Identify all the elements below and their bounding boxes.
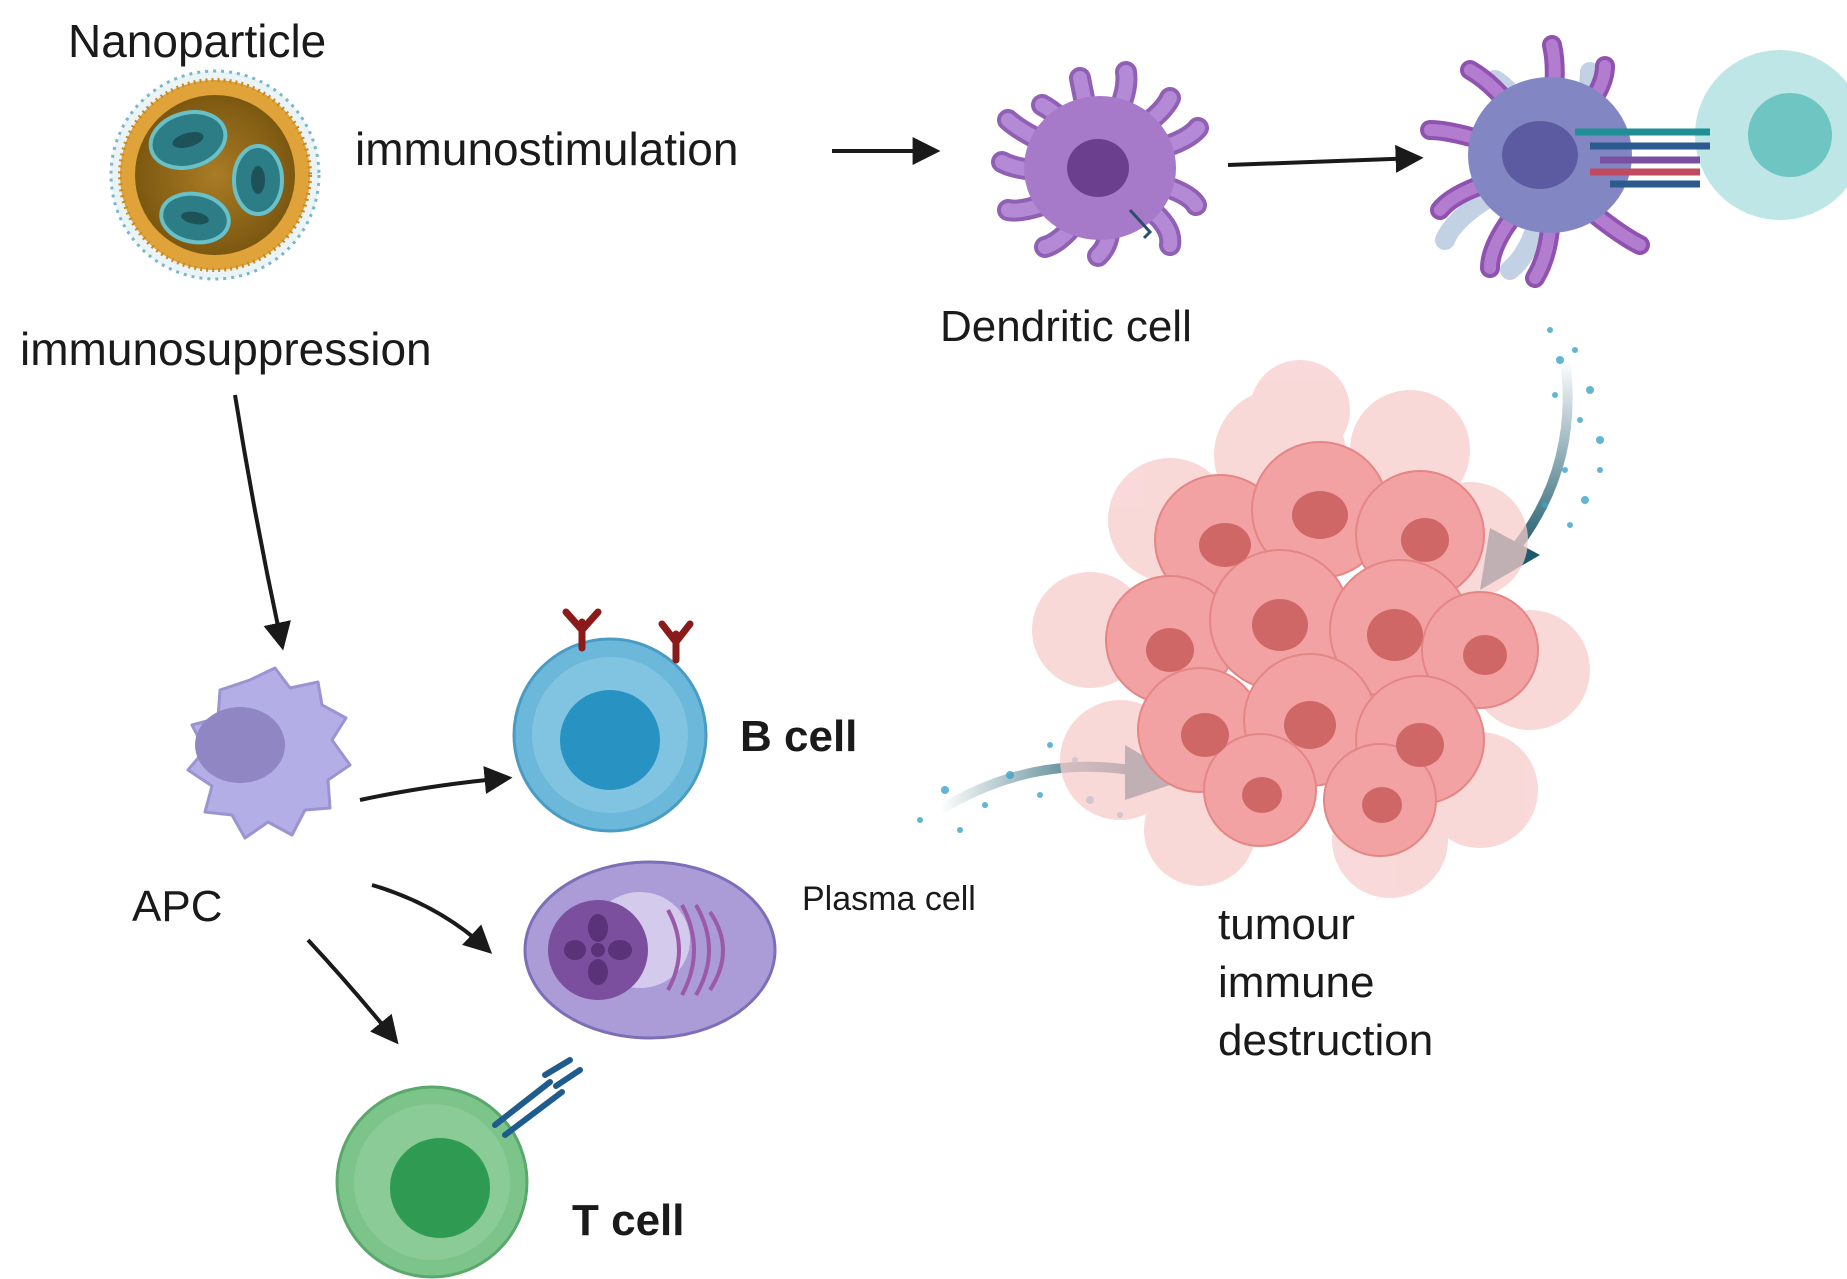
flow-arrows [233, 137, 1424, 1045]
tumour [1032, 360, 1590, 898]
label-t-cell: T cell [572, 1196, 685, 1245]
arrow-apc-to-t-cell [306, 938, 399, 1045]
arrow-dc-to-activation [1227, 144, 1424, 173]
activated-dendritic-cell [1420, 35, 1650, 288]
label-b-cell: B cell [740, 712, 858, 761]
label-apc: APC [132, 882, 223, 931]
activated-t-cell [1695, 50, 1847, 220]
label-nanoparticle: Nanoparticle [68, 15, 327, 67]
immune-synapse-receptors [1575, 128, 1710, 188]
apc-cell [186, 666, 352, 840]
label-tumour-immune-destruction: tumour immune destruction [1218, 896, 1433, 1070]
label-tumour-line2: immune [1218, 958, 1375, 1007]
label-tumour-line3: destruction [1218, 1016, 1434, 1065]
t-cell [335, 1057, 583, 1279]
t-cell-receptor-icon [492, 1057, 583, 1138]
label-immunosuppression: immunosuppression [20, 323, 432, 375]
dendritic-cell [991, 61, 1209, 267]
label-dendritic-cell: Dendritic cell [940, 302, 1192, 351]
label-tumour-line1: tumour [1218, 900, 1355, 949]
arrow-apc-to-b-cell [359, 766, 513, 802]
b-cell [512, 608, 708, 833]
nanoparticle-cargo [148, 110, 284, 245]
nanoparticle [109, 69, 321, 281]
plasma-cell [523, 860, 777, 1040]
arrow-to-apc [233, 394, 291, 651]
label-immunostimulation: immunostimulation [355, 123, 739, 175]
arrow-apc-to-plasma-cell [371, 883, 493, 954]
antibody-icon [562, 608, 694, 664]
label-plasma-cell: Plasma cell [802, 880, 976, 918]
